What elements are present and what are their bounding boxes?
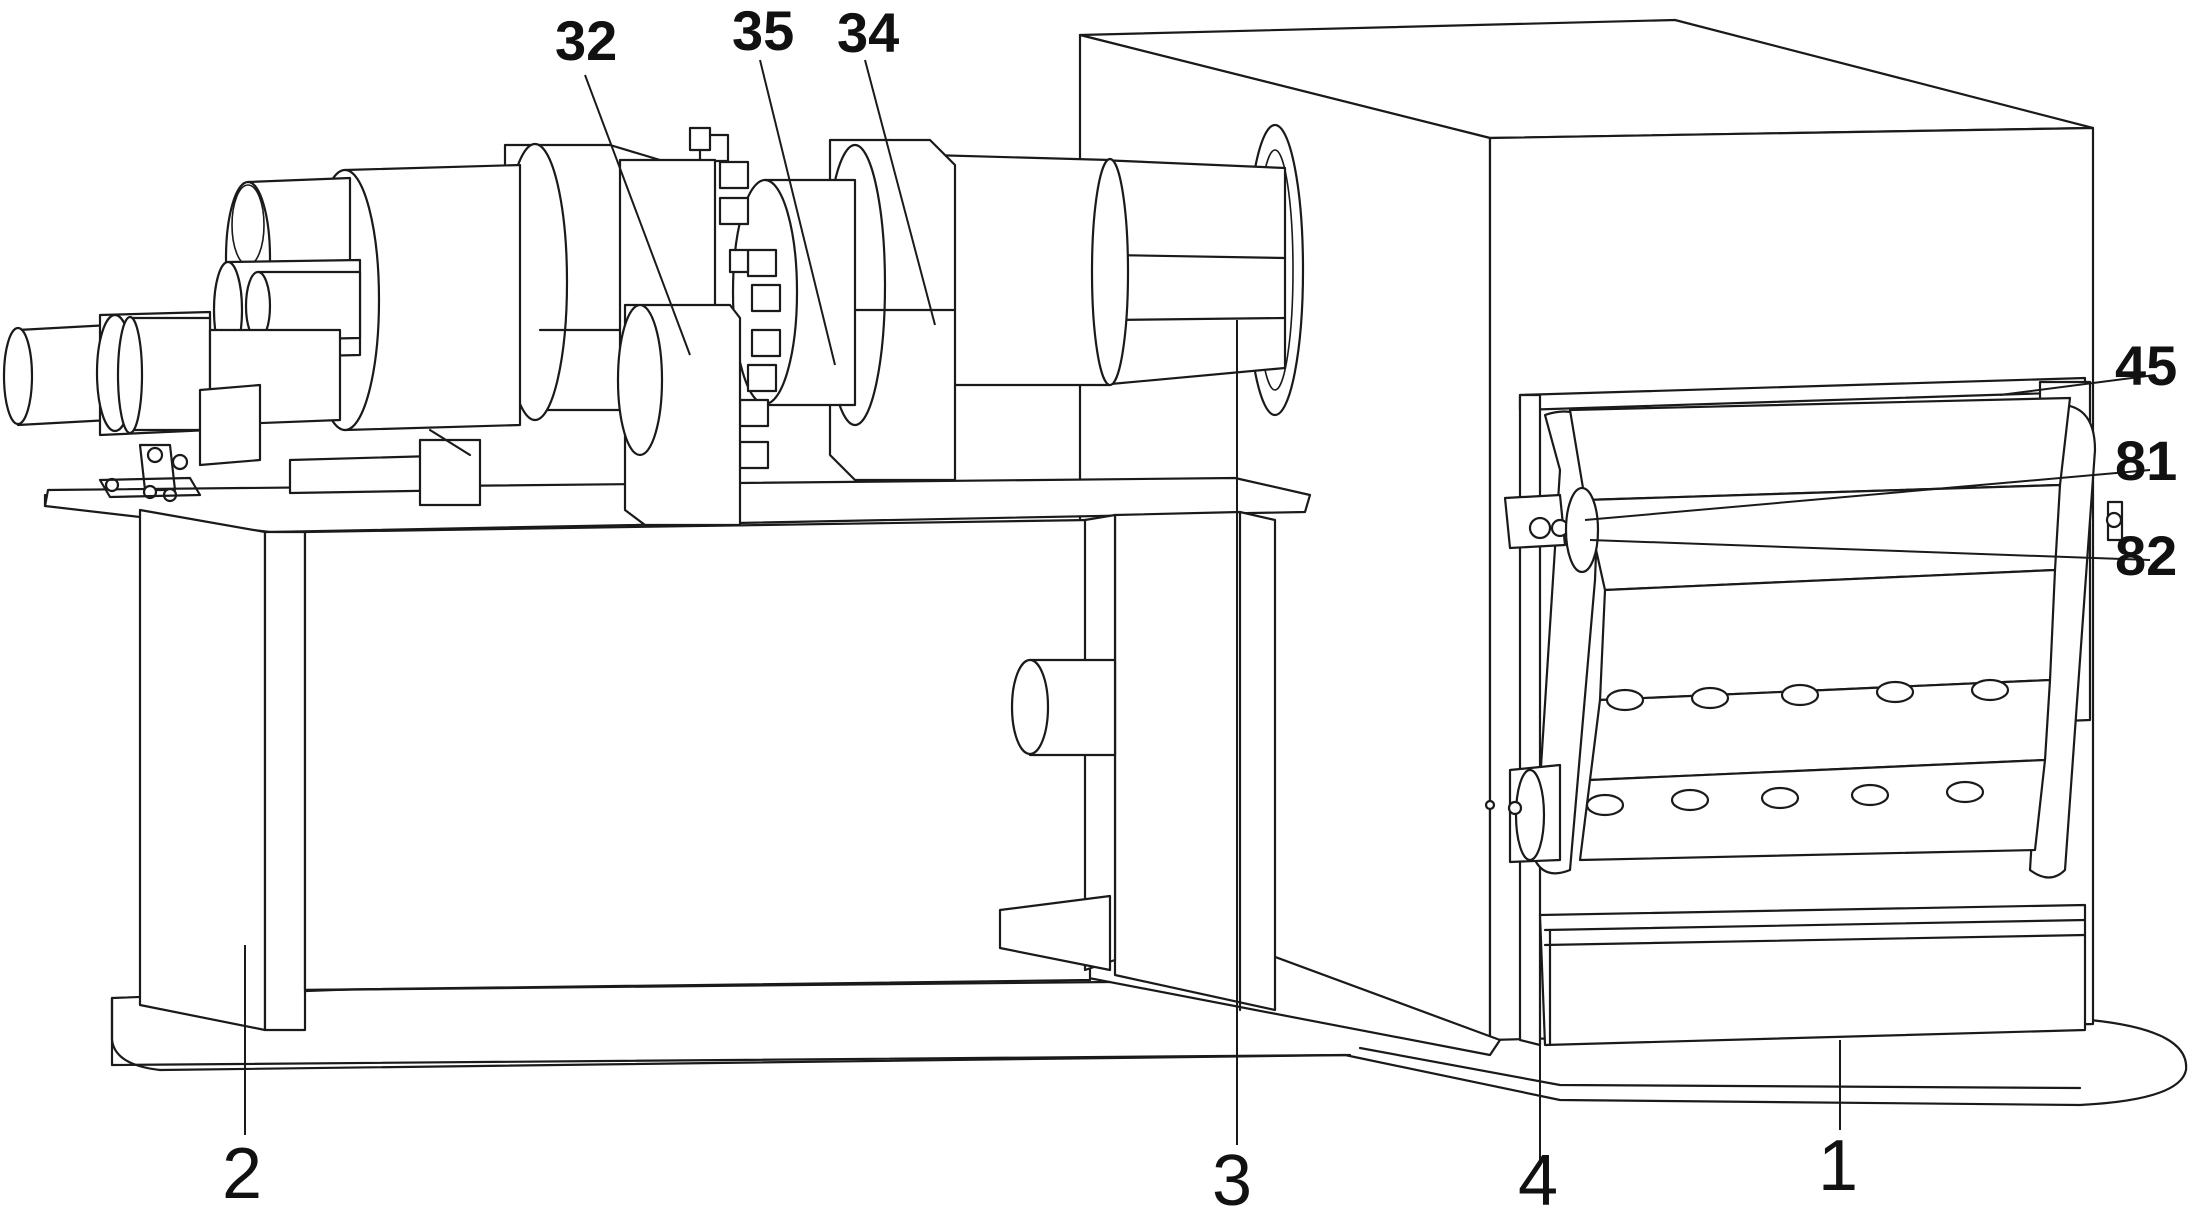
callout-4: 4 [1518,1141,1558,1214]
shaft-assembly [2,123,1305,527]
callout-labels: 32 35 34 45 81 82 2 3 4 1 [222,0,2177,1214]
left-frame [43,476,1312,1032]
callout-2: 2 [222,1134,262,1214]
callout-35: 35 [732,0,794,62]
callout-81: 81 [2115,429,2177,492]
callout-1: 1 [1818,1126,1858,1206]
callout-34: 34 [837,1,899,64]
callout-32: 32 [555,9,617,72]
callout-3: 3 [1212,1141,1252,1214]
conveyor-unit [1484,376,2124,1047]
leader-lines [244,59,2156,1160]
callout-45: 45 [2115,334,2177,397]
callout-82: 82 [2115,524,2177,587]
